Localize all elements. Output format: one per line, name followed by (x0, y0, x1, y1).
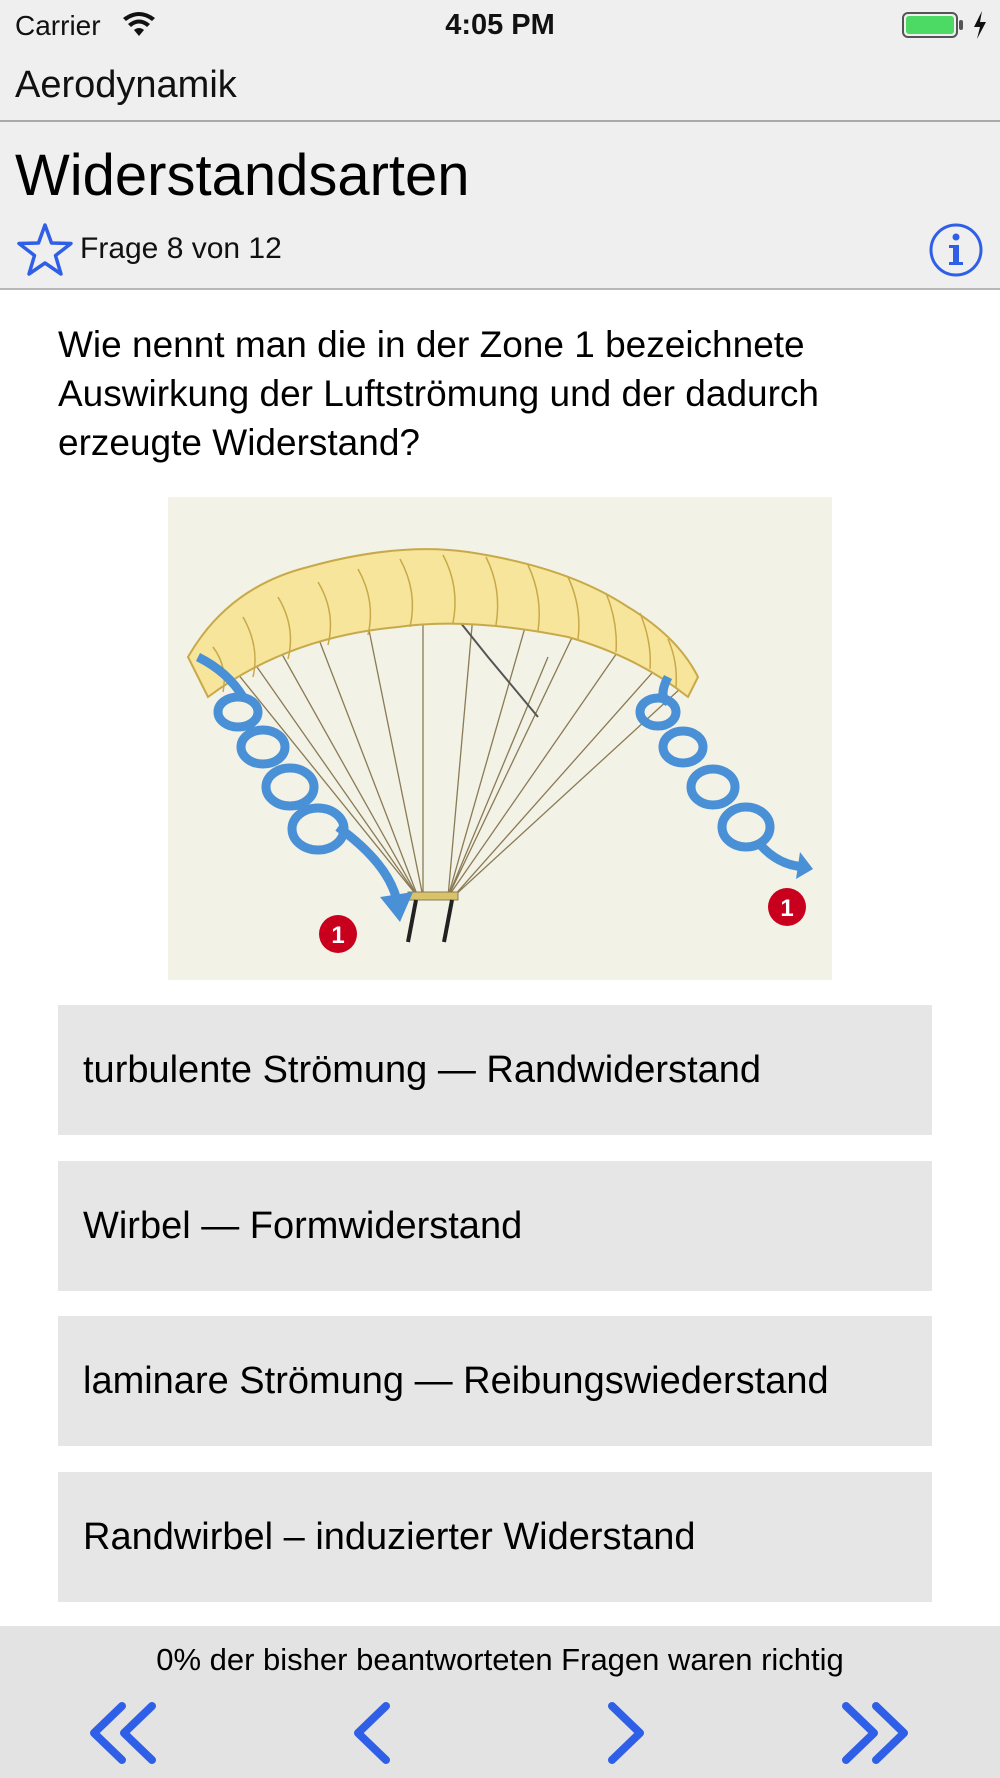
status-time: 4:05 PM (445, 9, 555, 41)
footer-bar: 0% der bisher beantworteten Fragen waren… (0, 1626, 1000, 1778)
zone-marker-left: 1 (319, 915, 357, 953)
answer-label: Wirbel — Formwiderstand (83, 1205, 523, 1247)
answer-label: Randwirbel – induzierter Widerstand (83, 1516, 696, 1558)
nav-title[interactable]: Aerodynamik (15, 64, 237, 106)
answer-label: laminare Strömung — Reibungswiederstand (83, 1360, 829, 1402)
first-icon[interactable] (86, 1700, 162, 1766)
answer-option-2[interactable]: Wirbel — Formwiderstand (58, 1161, 932, 1291)
info-icon[interactable] (928, 222, 984, 278)
question-header: Widerstandsarten Frage 8 von 12 (0, 122, 1000, 290)
zone-marker-label: 1 (331, 922, 344, 949)
battery-icon (902, 12, 963, 38)
score-summary: 0% der bisher beantworteten Fragen waren… (156, 1642, 844, 1677)
question-counter: Frage 8 von 12 (80, 232, 282, 265)
answer-option-4[interactable]: Randwirbel – induzierter Widerstand (58, 1472, 932, 1602)
nav-bar: Aerodynamik (0, 50, 1000, 122)
carrier-label: Carrier (15, 10, 101, 41)
page-title: Widerstandsarten (15, 143, 470, 208)
wifi-icon (123, 12, 155, 36)
zone-marker-right: 1 (768, 888, 806, 926)
status-bar: Carrier 4:05 PM (0, 0, 1000, 50)
paraglider-illustration: 1 1 (168, 497, 832, 980)
star-icon[interactable] (16, 222, 74, 278)
question-text: Wie nennt man die in der Zone 1 bezeichn… (58, 324, 819, 463)
answer-label: turbulente Strömung — Randwiderstand (83, 1049, 762, 1091)
answer-option-3[interactable]: laminare Strömung — Reibungswiederstand (58, 1316, 932, 1446)
last-icon[interactable] (836, 1700, 912, 1766)
paraglider-drawing: 1 1 (186, 548, 813, 953)
answer-option-1[interactable]: turbulente Strömung — Randwiderstand (58, 1005, 932, 1135)
previous-icon[interactable] (346, 1700, 398, 1766)
charging-bolt-icon (974, 11, 986, 39)
next-icon[interactable] (600, 1700, 652, 1766)
zone-marker-label: 1 (780, 895, 793, 922)
